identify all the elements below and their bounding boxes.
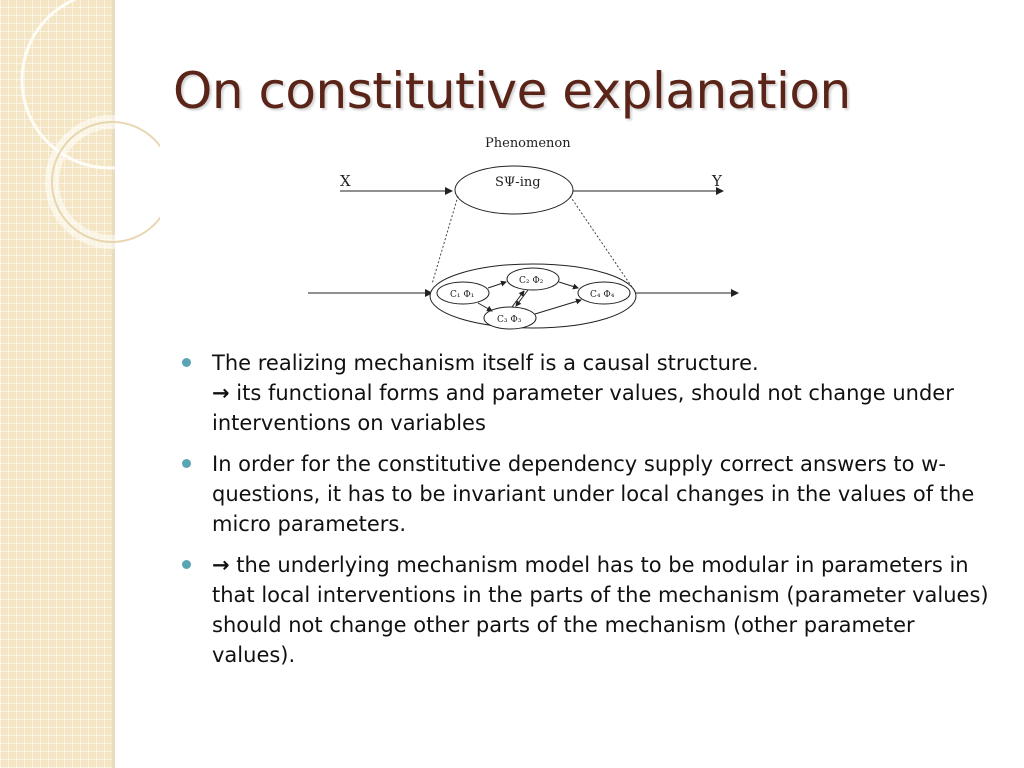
right-arrow-icon: → — [212, 553, 230, 577]
decorative-ring-outline — [51, 121, 160, 243]
decorative-ring-large — [20, 0, 160, 170]
phenomenon-node-label: SΨ-ing — [495, 175, 541, 190]
phenomenon-ellipse — [454, 165, 574, 215]
edge-c3-c2 — [511, 290, 525, 308]
edge-c3-c4 — [534, 298, 582, 315]
bullet-text: the underlying mechanism model has to be… — [212, 553, 989, 667]
bullet-item: The realizing mechanism itself is a caus… — [182, 348, 1002, 438]
bullet-dot-icon — [182, 560, 191, 569]
bullet-item: In order for the constitutive dependency… — [182, 449, 1002, 539]
projection-line-left — [431, 195, 459, 285]
bullet-text: In order for the constitutive dependency… — [212, 452, 975, 536]
component-label-c2: C₂ Φ₂ — [519, 276, 544, 286]
bullet-dot-icon — [182, 358, 191, 367]
input-x-label: X — [340, 172, 351, 190]
bullet-dot-icon — [182, 459, 191, 468]
decorative-strip-edge — [112, 0, 115, 768]
right-arrow-icon: → — [212, 381, 230, 405]
component-node-c2 — [506, 267, 560, 291]
bullet-item: → the underlying mechanism model has to … — [182, 550, 1002, 670]
bullet-list: The realizing mechanism itself is a caus… — [182, 348, 1002, 681]
slide-title: On constitutive explanation — [173, 62, 851, 120]
component-node-c1 — [436, 281, 490, 305]
component-node-c3 — [483, 306, 537, 330]
bullet-text: its functional forms and parameter value… — [212, 381, 954, 435]
component-label-c3: C₃ Φ₃ — [497, 315, 522, 325]
edge-c1-c3 — [477, 302, 493, 312]
edge-c2-c4 — [558, 281, 579, 290]
component-label-c4: C₄ Φ₄ — [590, 290, 615, 300]
phenomenon-label: Phenomenon — [485, 136, 571, 151]
projection-line-right — [569, 195, 635, 291]
component-node-c4 — [577, 281, 631, 305]
output-y-label: Y — [711, 172, 723, 190]
mechanism-ellipse — [429, 263, 637, 329]
edge-c1-c2 — [487, 280, 507, 289]
bullet-text: The realizing mechanism itself is a caus… — [212, 351, 759, 375]
decorative-rings — [20, 0, 160, 249]
mechanism-diagram: Phenomenon X SΨ-ing Y C₁ Φ₁ C₂ Φ₂ C₃ Φ₃ … — [308, 136, 739, 330]
edge-c2-c3 — [515, 289, 529, 307]
component-label-c1: C₁ Φ₁ — [450, 290, 474, 300]
